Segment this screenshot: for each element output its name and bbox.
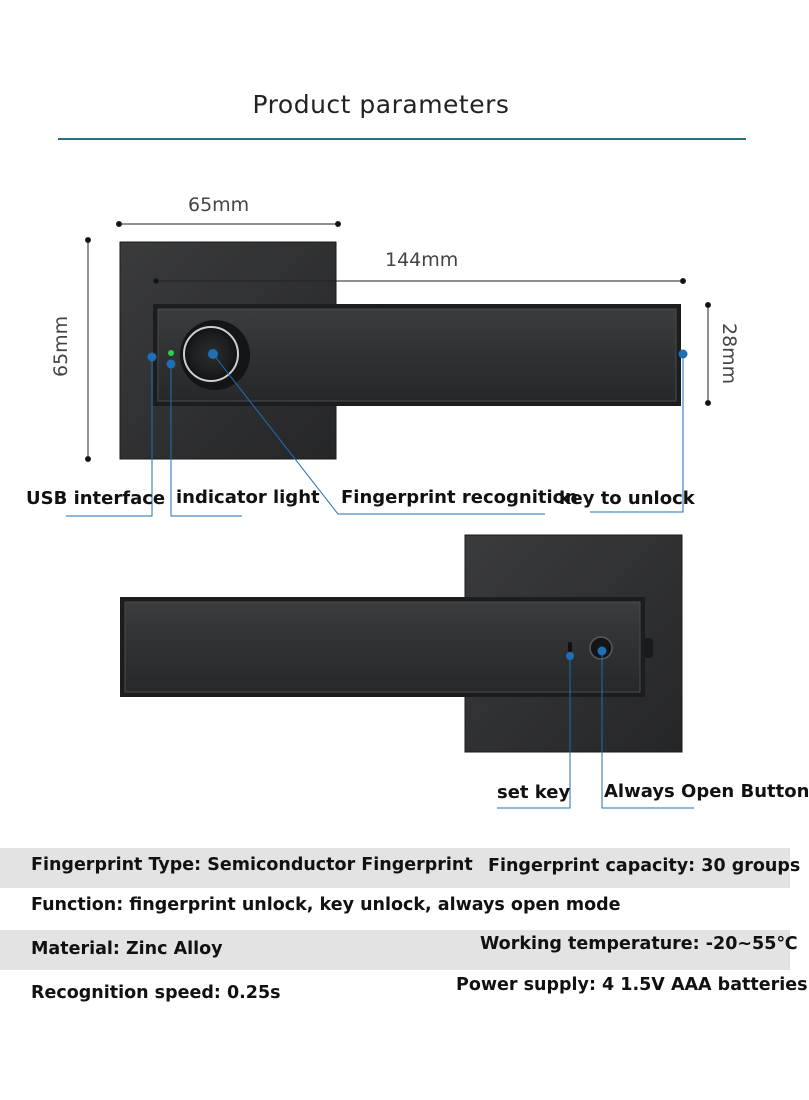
callout-leaders-top [66,353,684,517]
rose-width-label: 65mm [188,194,250,216]
lever-length-label: 144mm [385,249,459,271]
front-lock-view [119,241,681,460]
spec-row-1 [0,848,790,888]
lever-rear-face [124,601,641,693]
spec-power-supply: Power supply: 4 1.5V AAA batteries [456,975,808,995]
callout-markers-top [147,349,688,369]
lever-height-label: 28mm [718,323,740,385]
spec-row-3 [0,930,790,970]
callout-markers-bottom [566,646,607,660]
lock-drawings [66,221,711,809]
spec-recognition-speed: Recognition speed: 0.25s [31,983,281,1003]
rear-lock-view [120,534,683,753]
callout-fingerprint-recognition: Fingerprint recognition [341,487,578,508]
page-title: Product parameters [252,90,510,119]
callout-set-key: set key [497,782,571,803]
set-key-hole [568,642,572,652]
spec-fingerprint-capacity: Fingerprint capacity: 30 groups [488,856,801,876]
spec-material: Material: Zinc Alloy [31,939,223,959]
callout-leaders-bottom [497,651,694,809]
callout-indicator-light: indicator light [176,487,320,508]
spec-working-temperature: Working temperature: -20~55℃ [480,934,798,954]
spec-fingerprint-type: Fingerprint Type: Semiconductor Fingerpr… [31,855,473,875]
dimension-lines [85,221,711,462]
callout-usb-interface: USB interface [26,488,166,509]
title-divider [58,138,746,140]
callout-always-open-button: Always Open Button [604,781,809,802]
indicator-led [168,350,174,356]
rose-height-label: 65mm [50,315,72,377]
product-parameters-diagram: Product parameters [0,90,809,1003]
callout-key-to-unlock: key to unlock [559,488,695,509]
spec-function: Function: fingerprint unlock, key unlock… [31,895,621,915]
